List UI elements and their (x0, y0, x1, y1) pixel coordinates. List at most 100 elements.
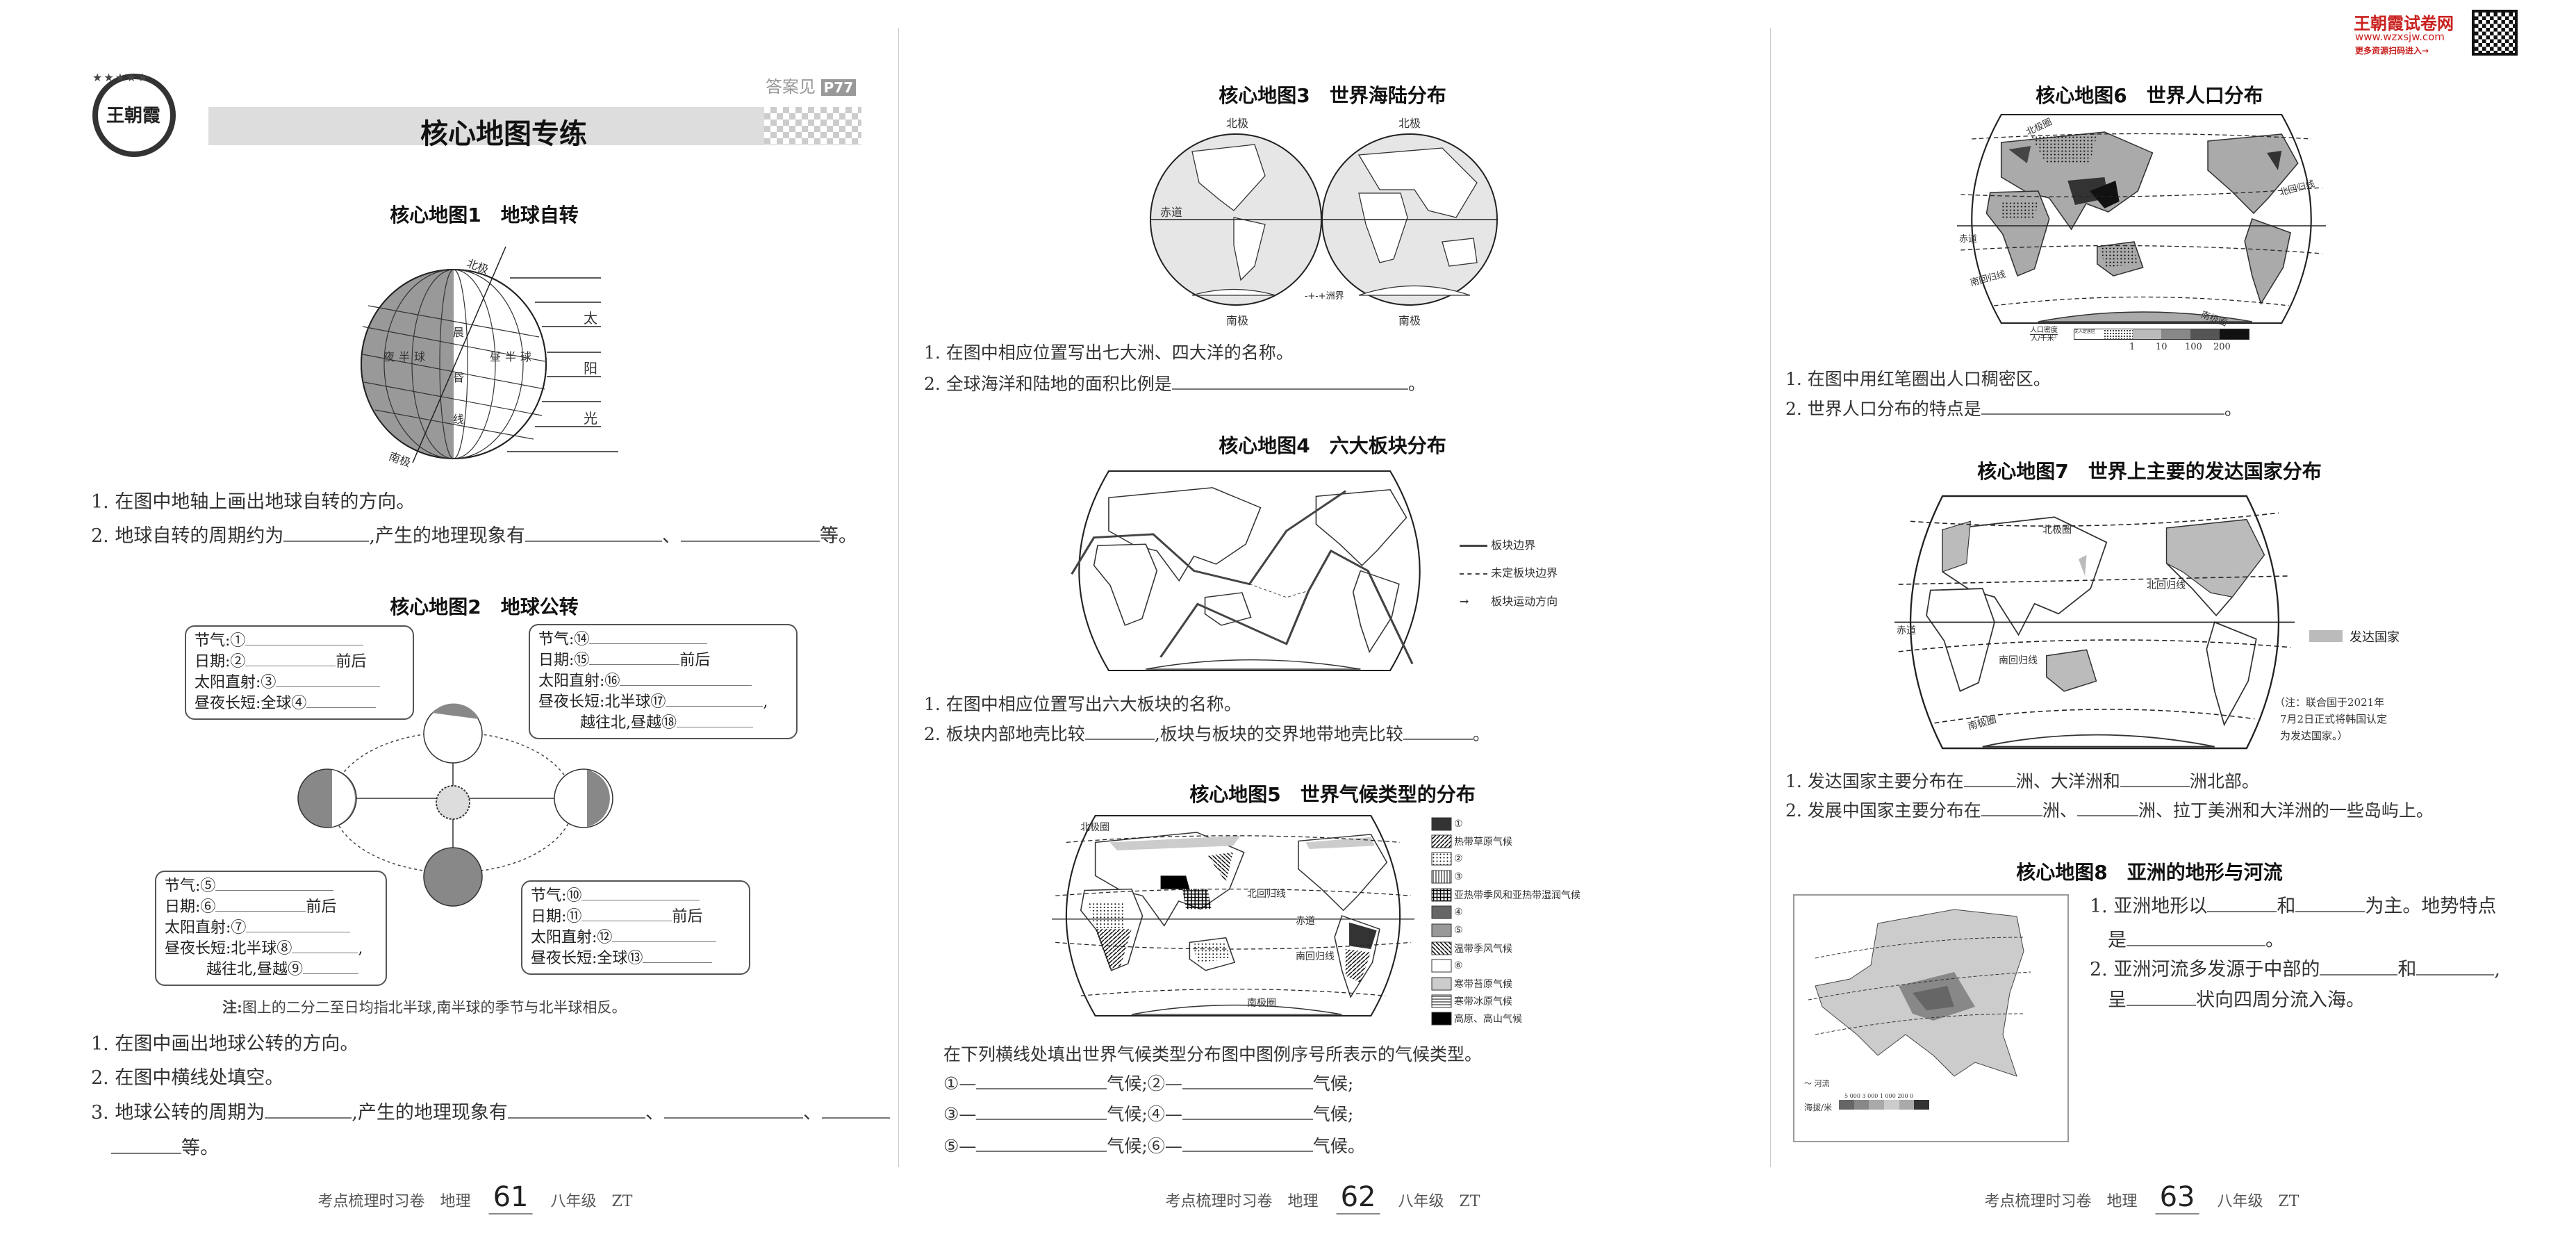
answer-blank[interactable] (283, 525, 370, 542)
answer-page-badge[interactable]: P77 (820, 79, 857, 96)
legend-label: ⑤ (1454, 925, 1463, 936)
answer-blank[interactable] (246, 919, 351, 932)
answer-blank[interactable] (1182, 1135, 1313, 1152)
climate-legend-item: 高原、高山气候 (1431, 1012, 1522, 1026)
answer-blank[interactable] (643, 949, 713, 963)
legend-label: 温带季风气候 (1454, 944, 1512, 955)
answer-blank[interactable] (581, 907, 672, 921)
map1-question-1: 1. 在图中地轴上画出地球自转的方向。 (91, 491, 415, 513)
answer-blank[interactable] (525, 525, 662, 542)
label-tropic-cancer: 北回归线 (1247, 889, 1286, 900)
map2-question-3-cont: 等。 (111, 1133, 219, 1160)
legend-swatch (1431, 888, 1452, 902)
answer-blank[interactable] (1981, 398, 2224, 415)
label-sunlight-3: 光 (584, 410, 597, 427)
legend-label: 热带草原气候 (1454, 837, 1512, 848)
answer-blank[interactable] (303, 960, 358, 974)
map7-note-line: （注：联合国于2021年 (2274, 696, 2385, 709)
climate-legend-item: 热带草原气候 (1431, 834, 1512, 848)
scale-step (2132, 329, 2162, 339)
scale-tick: 1 (2129, 342, 2136, 352)
answer-blank[interactable] (245, 632, 364, 645)
answer-blank[interactable] (215, 877, 334, 891)
legend-swatch (1431, 959, 1452, 973)
map7-note-line: 7月2日正式将韩国认定 (2280, 713, 2388, 725)
climate-fill-row: ⑤—气候;⑥—气候。 (943, 1135, 1365, 1156)
answer-blank[interactable] (292, 939, 358, 953)
climate-legend-item: 寒带苔原气候 (1431, 977, 1512, 991)
scale-uninhabited: 无人定居区 (2074, 329, 2104, 339)
answer-blank[interactable] (2077, 800, 2138, 816)
scale-step (2103, 329, 2133, 339)
answer-blank[interactable] (245, 652, 336, 666)
logo-stars-icon: ★★★★★ (92, 71, 149, 84)
developed-legend-swatch (2309, 630, 2343, 642)
climate-legend-item: 寒带冰原气候 (1431, 994, 1512, 1008)
legend-swatch (1431, 870, 1452, 884)
label-equator: 赤道 (1296, 916, 1315, 927)
answer-blank[interactable] (976, 1135, 1107, 1152)
answer-blank[interactable] (821, 1102, 890, 1119)
page-title: 核心地图专练 (420, 118, 587, 150)
answer-blank[interactable] (2127, 930, 2265, 946)
label-sunlight-1: 太 (584, 310, 597, 327)
map8-question-2-cont: 呈状向四周分流入海。 (2108, 989, 2365, 1011)
answer-blank[interactable] (663, 1102, 803, 1119)
answer-blank[interactable] (976, 1073, 1107, 1089)
answer-blank[interactable] (2416, 959, 2495, 976)
answer-blank[interactable] (1182, 1103, 1313, 1120)
answer-blank[interactable] (306, 694, 377, 708)
answer-blank[interactable] (1182, 1073, 1313, 1089)
answer-blank[interactable] (2120, 771, 2190, 787)
answer-blank[interactable] (680, 525, 820, 542)
legend-swatch (1431, 941, 1452, 955)
watermark-url[interactable]: www.wzxsjw.com (2355, 31, 2445, 43)
map7-question-2: 2. 发展中国家主要分布在洲、洲、拉丁美洲和大洋洲的一些岛屿上。 (1785, 800, 2434, 821)
answer-blank[interactable] (677, 714, 753, 727)
label-south-pole-west: 南极 (1226, 314, 1249, 327)
answer-blank[interactable] (215, 898, 306, 912)
answer-blank[interactable] (265, 1102, 352, 1119)
label-dusk: 昏 (453, 371, 465, 384)
map5-title: 核心地图5 世界气候类型的分布 (1189, 783, 1476, 806)
answer-blank[interactable] (111, 1137, 181, 1154)
solid-line-icon (1460, 545, 1487, 547)
answer-blank[interactable] (2127, 989, 2196, 1006)
answer-blank[interactable] (976, 1103, 1107, 1120)
climate-legend-item: ⑥ (1431, 959, 1463, 973)
legend-swatch (1431, 852, 1452, 866)
answer-blank[interactable] (589, 630, 708, 644)
map8-question-1: 1. 亚洲地形以和为主。地势特点 (2090, 896, 2497, 917)
legend-label: ⑥ (1454, 960, 1463, 971)
answer-blank[interactable] (1171, 373, 1408, 390)
answer-blank[interactable] (1403, 723, 1473, 740)
map4-title: 核心地图4 六大板块分布 (1219, 434, 1446, 457)
header-checker (764, 107, 861, 145)
qr-code-icon[interactable] (2472, 10, 2518, 56)
answer-blank[interactable] (1963, 771, 2016, 787)
answer-blank[interactable] (1981, 800, 2042, 816)
answer-blank[interactable] (666, 693, 763, 707)
legend-plate-motion: → 板块运动方向 (1460, 595, 1558, 608)
earth-axis[interactable] (412, 246, 506, 463)
label-day-hemisphere: 昼半球 (490, 350, 536, 363)
answer-blank[interactable] (2207, 896, 2277, 912)
answer-blank[interactable] (507, 1102, 645, 1119)
answer-blank[interactable] (2295, 896, 2366, 912)
label-antarctic-circle: 南极圈 (1247, 998, 1276, 1009)
answer-blank[interactable] (2320, 959, 2398, 976)
scale-step (2161, 329, 2191, 339)
climate-legend-item: ② (1431, 852, 1463, 866)
answer-blank[interactable] (612, 928, 717, 942)
answer-blank[interactable] (589, 651, 680, 665)
answer-blank[interactable] (1084, 723, 1155, 740)
page-divider (898, 28, 899, 1167)
answer-blank[interactable] (581, 887, 700, 900)
scale-step (2190, 329, 2220, 339)
answer-blank[interactable] (276, 673, 381, 687)
legend-swatch (1431, 977, 1452, 991)
answer-blank[interactable] (620, 672, 752, 686)
